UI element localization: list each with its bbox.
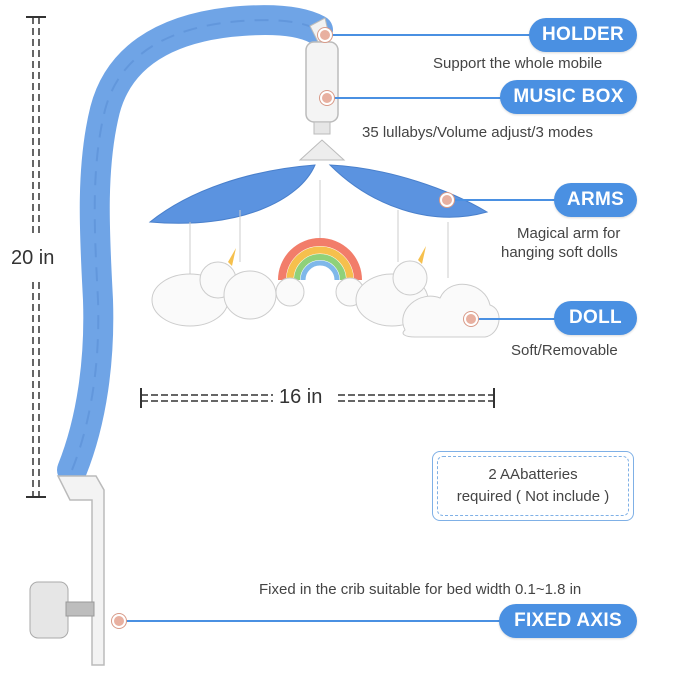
music-box-leader-line [330,97,502,99]
fabric-arm-cover [57,5,333,485]
arms-leader-line [450,199,556,201]
doll-marker-dot [464,312,478,326]
arms-description-line2: hanging soft dolls [501,244,618,261]
holder-marker-dot [318,28,332,42]
holder-leader-line [327,34,532,36]
arms-label: ARMS [554,183,637,217]
fixed-axis-description: Fixed in the crib suitable for bed width… [259,581,582,598]
left-leaf-arm [148,164,316,224]
doll-label: DOLL [554,301,637,335]
width-dimension-label: 16 in [279,386,323,408]
doll-leader-line [474,318,556,320]
fixed-axis-leader-line [122,620,502,622]
music-box-description: 35 lullabys/Volume adjust/3 modes [362,124,593,141]
music-box-label: MUSIC BOX [500,80,637,114]
music-box-marker-dot [320,91,334,105]
holder-label: HOLDER [529,18,637,52]
batteries-note-inner: 2 AAbatteries required ( Not include ) [437,456,629,516]
arms-description-line1: Magical arm for [517,225,621,242]
doll-description: Soft/Removable [511,342,618,359]
fixed-axis-marker-dot [112,614,126,628]
width-dimension-line [140,388,495,408]
crib-clamp [56,475,105,666]
rainbow-doll [278,238,362,281]
batteries-note: 2 AAbatteries required ( Not include ) [432,451,634,521]
fixed-axis-label: FIXED AXIS [499,604,637,638]
right-leaf-arm [328,164,489,218]
holder-description: Support the whole mobile [433,55,603,72]
music-box [305,41,339,123]
batteries-note-line2: required ( Not include ) [456,488,610,505]
height-dimension-label: 20 in [11,247,55,269]
batteries-note-line1: 2 AAbatteries [488,466,578,483]
arms-marker-dot [440,193,454,207]
star-doll-left [223,270,277,320]
height-dimension-line [26,16,46,498]
